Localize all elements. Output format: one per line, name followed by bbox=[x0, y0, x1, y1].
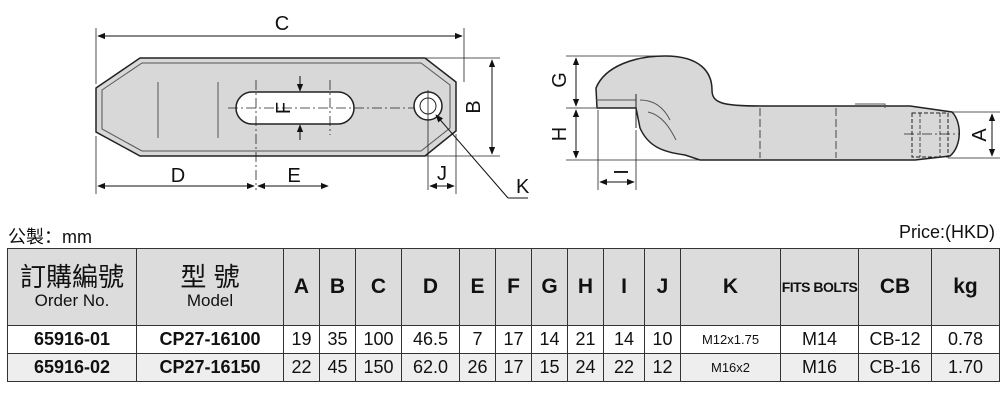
cell: 22 bbox=[603, 353, 645, 382]
dim-label-a: A bbox=[969, 128, 991, 142]
cell-model: CP27-16150 bbox=[136, 353, 284, 382]
clamp-side-profile bbox=[595, 55, 960, 161]
cell: 46.5 bbox=[401, 325, 460, 354]
cell: 12 bbox=[644, 353, 681, 382]
cell: 100 bbox=[355, 325, 402, 354]
table-row: 65916-02 CP27-16150 22 45 150 62.0 26 17… bbox=[7, 353, 1000, 382]
side-view: G H I A bbox=[549, 55, 1000, 190]
cell: 14 bbox=[603, 325, 645, 354]
cell: 21 bbox=[567, 325, 604, 354]
header-order-no: 訂購編號 Order No. bbox=[7, 248, 137, 326]
cell-order-no: 65916-01 bbox=[7, 325, 137, 354]
cell: 24 bbox=[567, 353, 604, 382]
cell: 14 bbox=[531, 325, 568, 354]
dim-label-g: G bbox=[549, 72, 571, 88]
dim-label-e: E bbox=[287, 165, 300, 187]
technical-drawing: C B F D E J K bbox=[95, 13, 1000, 199]
cell: 0.78 bbox=[931, 325, 1000, 354]
cell: 150 bbox=[355, 353, 402, 382]
header-col: G bbox=[531, 248, 568, 326]
table-header-row: 訂購編號 Order No. 型 號 Model A B C D E F G H… bbox=[7, 248, 1000, 326]
cell: 15 bbox=[531, 353, 568, 382]
top-view: C B F D E J K bbox=[95, 13, 530, 199]
cell: 62.0 bbox=[401, 353, 460, 382]
cell: 35 bbox=[319, 325, 356, 354]
cell: CB-12 bbox=[858, 325, 932, 354]
dim-label-d: D bbox=[171, 165, 185, 187]
header-col: kg bbox=[931, 248, 1000, 326]
dim-label-c: C bbox=[275, 13, 289, 35]
spec-table: 訂購編號 Order No. 型 號 Model A B C D E F G H… bbox=[7, 248, 1000, 382]
cell: 45 bbox=[319, 353, 356, 382]
cell: CB-16 bbox=[858, 353, 932, 382]
header-col: J bbox=[644, 248, 681, 326]
cell: 26 bbox=[459, 353, 496, 382]
header-col: C bbox=[355, 248, 402, 326]
cell: 17 bbox=[495, 353, 532, 382]
cell: M14 bbox=[780, 325, 859, 354]
price-label: Price:(HKD) bbox=[898, 222, 995, 242]
dim-label-h: H bbox=[549, 127, 571, 141]
header-col: K bbox=[680, 248, 781, 326]
cell: 19 bbox=[283, 325, 320, 354]
cell-order-no: 65916-02 bbox=[7, 353, 137, 382]
unit-label: 公製：mm bbox=[8, 227, 92, 247]
cell: 17 bbox=[495, 325, 532, 354]
header-col: E bbox=[459, 248, 496, 326]
cell: 1.70 bbox=[931, 353, 1000, 382]
dim-label-b: B bbox=[463, 100, 485, 113]
cell: 10 bbox=[644, 325, 681, 354]
dim-label-k: K bbox=[516, 176, 530, 198]
header-model: 型 號 Model bbox=[136, 248, 284, 326]
header-col: A bbox=[283, 248, 320, 326]
header-col: F bbox=[495, 248, 532, 326]
header-col: CB bbox=[858, 248, 932, 326]
header-col: B bbox=[319, 248, 356, 326]
cell: M16 bbox=[780, 353, 859, 382]
header-col: H bbox=[567, 248, 604, 326]
cell: 22 bbox=[283, 353, 320, 382]
dim-label-i: I bbox=[611, 169, 633, 175]
cell: 7 bbox=[459, 325, 496, 354]
cell-model: CP27-16100 bbox=[136, 325, 284, 354]
header-col: D bbox=[401, 248, 460, 326]
header-col: I bbox=[603, 248, 645, 326]
dim-label-f: F bbox=[273, 102, 295, 114]
table-row: 65916-01 CP27-16100 19 35 100 46.5 7 17 … bbox=[7, 325, 1000, 354]
cell: M16x2 bbox=[680, 353, 781, 382]
dim-label-j: J bbox=[437, 163, 447, 185]
cell: M12x1.75 bbox=[680, 325, 781, 354]
header-col: FITS BOLTS bbox=[780, 248, 859, 326]
